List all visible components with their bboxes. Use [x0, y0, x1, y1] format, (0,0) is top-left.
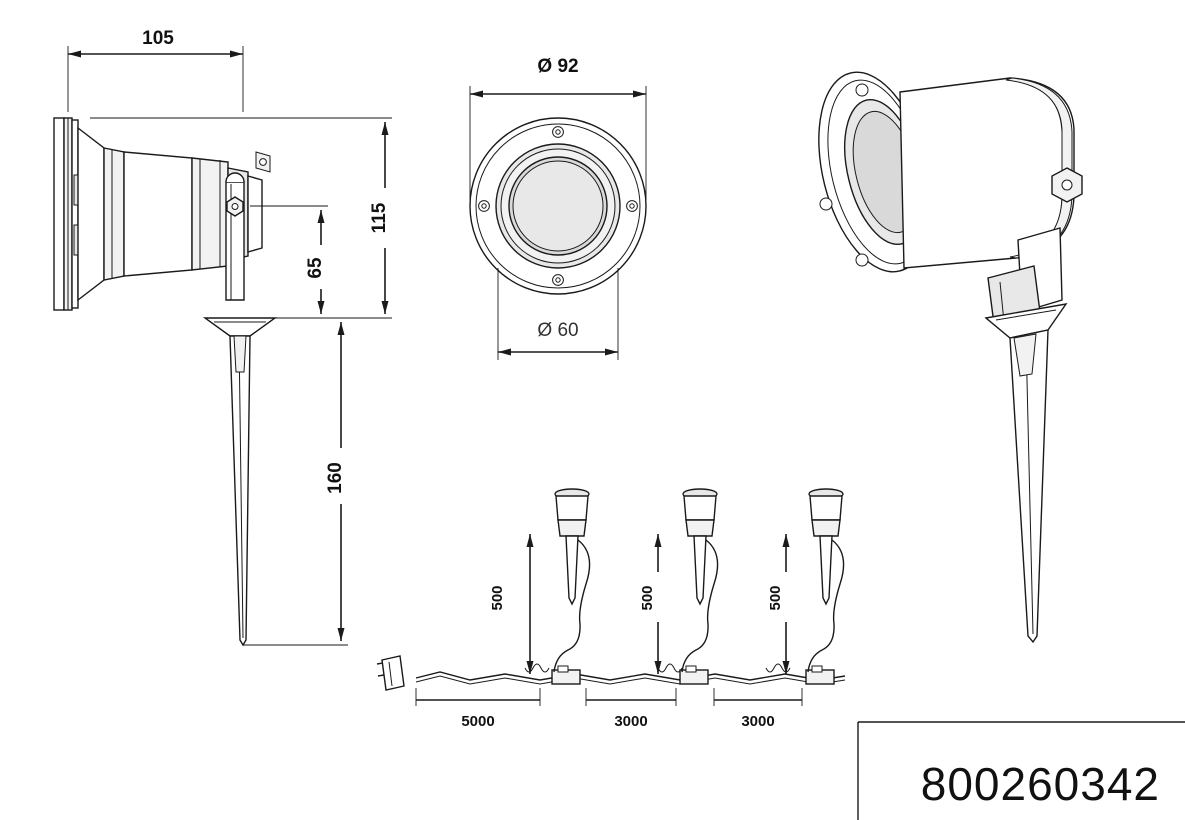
wiring-connector-2 [679, 665, 709, 685]
dimension-width-105: 105 [67, 26, 244, 112]
dimension-run-3000-1: 3000 [585, 688, 677, 730]
wiring-luminaire-2 [681, 488, 719, 673]
wiring-connector-3 [805, 665, 835, 685]
side-flange [53, 117, 80, 311]
isometric-view [818, 71, 1083, 644]
side-elevation-view: 105 115 65 160 [53, 26, 398, 647]
dimension-label-105: 105 [142, 28, 174, 49]
dimension-label-diameter-60: Ø 60 [537, 320, 578, 341]
wiring-plug [376, 655, 405, 691]
dimension-height-115: 115 [369, 122, 398, 314]
dimension-drop-500-3: 500 [767, 534, 792, 674]
dimension-label-drop-500-3: 500 [767, 585, 784, 610]
dimension-label-drop-500-2: 500 [639, 585, 656, 610]
dimension-drop-500-2: 500 [639, 534, 664, 674]
dimension-run-5000: 5000 [415, 688, 541, 730]
dimension-diameter-60: Ø 60 [497, 268, 619, 360]
front-screws [478, 126, 638, 286]
side-bracket [225, 172, 245, 301]
dimension-label-115: 115 [369, 202, 390, 233]
side-ground-spike [202, 317, 278, 647]
front-face-view: Ø 92 Ø 60 [469, 56, 647, 360]
dimension-diameter-92: Ø 92 [469, 56, 647, 200]
dimension-label-run-5000: 5000 [461, 713, 494, 730]
side-lens-barrel [77, 126, 125, 302]
dimension-height-65: 65 [305, 210, 334, 314]
side-hex-bolt [226, 196, 244, 217]
wiring-luminaire-3 [807, 488, 845, 673]
dimension-label-65: 65 [305, 257, 326, 279]
side-body [123, 151, 271, 277]
iso-hex-bolt [1051, 167, 1083, 203]
dimension-label-drop-500-1: 500 [489, 585, 506, 610]
dimension-label-run-3000-1: 3000 [614, 713, 647, 730]
wiring-luminaire-1 [553, 488, 591, 673]
dimension-label-160: 160 [325, 462, 346, 494]
wiring-connector-1 [551, 665, 581, 685]
iso-bracket [987, 227, 1063, 325]
iso-ground-spike [984, 303, 1068, 644]
title-block: 800260342 [857, 721, 1185, 820]
dimension-spike-160: 160 [325, 322, 354, 641]
dimension-label-diameter-92: Ø 92 [537, 56, 578, 77]
dimension-run-3000-2: 3000 [713, 688, 803, 730]
part-number-label: 800260342 [921, 758, 1160, 810]
dimension-label-run-3000-2: 3000 [741, 713, 774, 730]
wiring-layout-view: 500 500 500 5000 3000 3 [376, 488, 846, 730]
dimension-drop-500-1: 500 [489, 534, 534, 674]
